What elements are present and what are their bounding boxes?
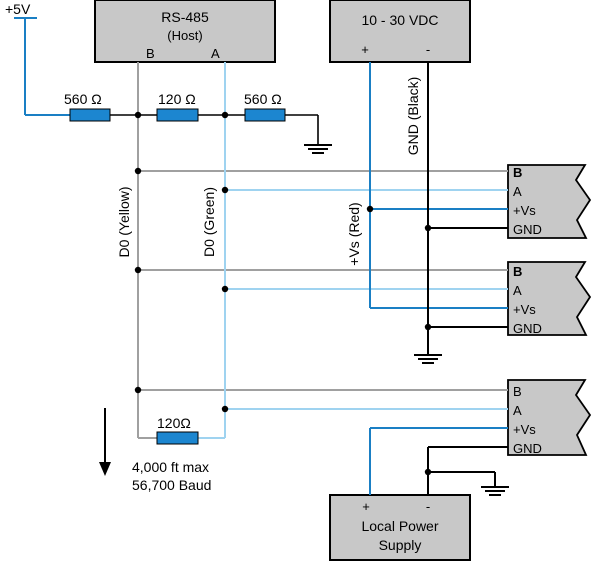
junction-dots: [134, 111, 432, 476]
plus5v-label: +5V: [5, 1, 31, 17]
main-supply-box: 10 - 30 VDC + -: [329, 0, 471, 63]
local-supply-line2: Supply: [379, 537, 422, 553]
resistor-120-termination-label: 120Ω: [157, 415, 191, 431]
baud-rate: 56,700 Baud: [132, 477, 211, 493]
resistor-560-left: [69, 108, 111, 122]
resistor-120-termination: [156, 431, 199, 445]
gnd-black-label: GND (Black): [405, 77, 421, 156]
bias-chain-wires: [110, 114, 319, 145]
node-2-pins: B A +Vs GND: [513, 264, 542, 336]
node-3-pin-b: B: [513, 384, 522, 399]
resistor-120-top: [156, 108, 199, 122]
node-3-pin-a: A: [513, 403, 522, 418]
host-subtitle: (Host): [167, 28, 202, 43]
host-pin-b: B: [146, 46, 155, 61]
main-supply-title: 10 - 30 VDC: [361, 12, 438, 28]
node-3-pin-vs: +Vs: [513, 422, 536, 437]
node-1-pin-vs: +Vs: [513, 203, 536, 218]
local-supply-line1: Local Power: [361, 518, 438, 534]
local-power-supply-box: + - Local Power Supply: [329, 494, 471, 561]
vs-red-wire: [369, 62, 508, 309]
down-arrow-icon: [99, 408, 111, 476]
node-1-pins: B A +Vs GND: [513, 165, 542, 237]
distance-limit: 4,000 ft max: [132, 459, 209, 475]
local-supply-wires: [369, 427, 508, 495]
resistor-120-top-label: 120 Ω: [158, 91, 196, 107]
node-2-pin-a: A: [513, 283, 522, 298]
ground-symbol-main: [414, 354, 442, 364]
local-supply-minus: -: [426, 499, 430, 514]
resistor-560-right: [244, 108, 286, 122]
node-1-pin-a: A: [513, 184, 522, 199]
resistor-560-right-label: 560 Ω: [244, 91, 282, 107]
d0-yellow-wire: [137, 62, 508, 439]
vs-red-label: +Vs (Red): [346, 202, 362, 265]
host-pin-a: A: [211, 46, 220, 61]
ground-symbol-top: [304, 144, 332, 154]
node-2-pin-vs: +Vs: [513, 302, 536, 317]
rs485-host-box: RS-485 (Host) B A: [94, 0, 276, 63]
node-box-3: [507, 379, 592, 456]
node-2-pin-gnd: GND: [513, 321, 542, 336]
gnd-black-wire: [427, 62, 508, 355]
node-box-2: [507, 261, 592, 336]
node-3-pins: B A +Vs GND: [513, 384, 542, 456]
node-2-pin-b: B: [513, 264, 522, 279]
d0-green-label: D0 (Green): [201, 187, 217, 257]
d0-green-wire: [198, 62, 508, 439]
plus5v-line: [14, 17, 70, 116]
d0-yellow-label: D0 (Yellow): [116, 186, 132, 257]
node-box-1: [507, 164, 592, 239]
host-title: RS-485: [161, 9, 209, 25]
node-3-pin-gnd: GND: [513, 441, 542, 456]
local-supply-plus: +: [362, 499, 370, 514]
main-supply-minus: -: [426, 42, 430, 57]
ground-symbol-local: [481, 486, 509, 496]
resistor-560-left-label: 560 Ω: [64, 91, 102, 107]
node-1-pin-gnd: GND: [513, 222, 542, 237]
main-supply-plus: +: [361, 42, 369, 57]
node-1-pin-b: B: [513, 165, 522, 180]
